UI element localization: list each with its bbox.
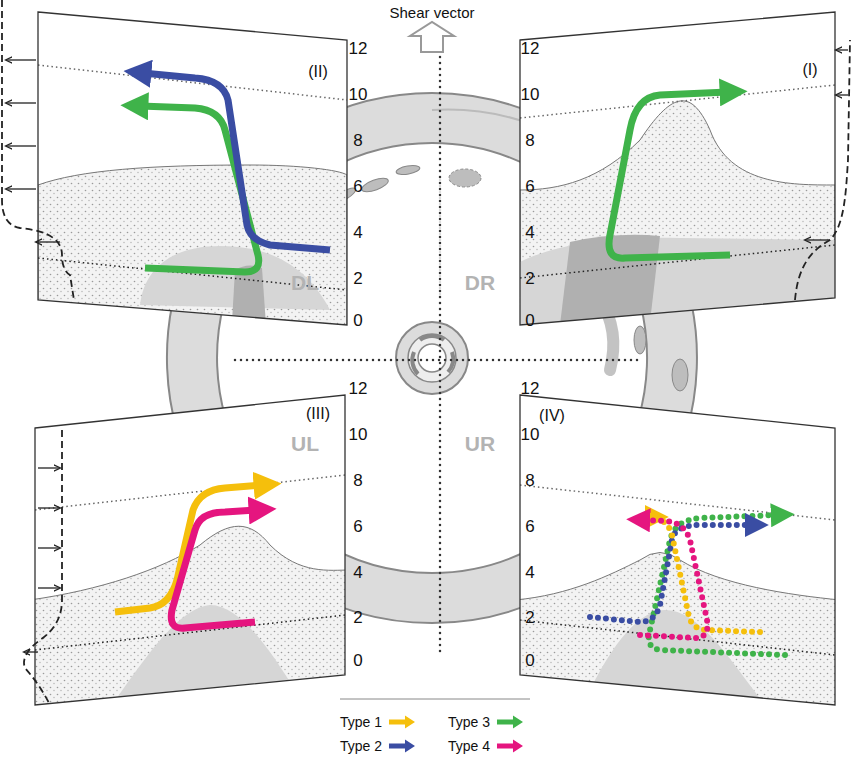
legend-entry: Type 3: [448, 714, 524, 730]
axis-tick: 8: [353, 472, 362, 489]
legend-entry: Type 4: [448, 738, 524, 754]
axis-tick: 10: [349, 426, 368, 443]
heading: Shear vector: [389, 5, 474, 20]
panel-ul: [24, 395, 350, 710]
legend-swatch: [388, 715, 416, 729]
axis-tick: 4: [353, 224, 362, 241]
legend-text: Type 1: [340, 714, 382, 730]
quadrant-label: DR: [465, 272, 495, 293]
axis-tick: 10: [521, 86, 540, 103]
legend-text: Type 2: [340, 738, 382, 754]
axis-tick: 12: [349, 40, 368, 57]
legend-swatch: [496, 739, 524, 753]
axis-tick: 2: [525, 270, 534, 287]
axis-tick: 12: [349, 380, 368, 397]
axis-tick: 10: [349, 86, 368, 103]
panel-number: (I): [802, 62, 817, 78]
axis-tick: 8: [525, 472, 534, 489]
legend-entry: Type 2: [340, 738, 416, 754]
axis-tick: 2: [353, 609, 362, 626]
panel-number: (II): [308, 64, 328, 80]
axis-tick: 6: [353, 518, 362, 535]
axis-tick: 12: [521, 40, 540, 57]
panel-dl: [2, 0, 347, 330]
panel-ur: [515, 395, 840, 710]
legend-entry: Type 1: [340, 714, 416, 730]
axis-tick: 0: [525, 652, 534, 669]
axis-tick: 6: [525, 518, 534, 535]
quadrant-label: UL: [291, 433, 319, 454]
axis-tick: 4: [525, 224, 534, 241]
axis-tick: 4: [353, 564, 362, 581]
axis-tick: 10: [521, 426, 540, 443]
axis-tick: 2: [525, 609, 534, 626]
axis-tick: 6: [353, 178, 362, 195]
axis-tick: 0: [525, 312, 534, 329]
axis-tick: 6: [525, 178, 534, 195]
quadrant-label: DL: [291, 272, 319, 293]
axis-tick: 8: [525, 132, 534, 149]
panel-number: (IV): [539, 408, 565, 424]
axis-tick: 0: [353, 652, 362, 669]
legend-text: Type 4: [448, 738, 490, 754]
legend-swatch: [496, 715, 524, 729]
axis-tick: 8: [353, 132, 362, 149]
panel-number: (III): [306, 406, 330, 422]
axis-tick: 12: [521, 380, 540, 397]
legend-swatch: [388, 739, 416, 753]
axis-tick: 0: [353, 312, 362, 329]
axis-tick: 2: [353, 270, 362, 287]
legend-text: Type 3: [448, 714, 490, 730]
axis-tick: 4: [525, 564, 534, 581]
legend-rule: [340, 699, 530, 700]
panel-dr: [520, 12, 850, 330]
quadrant-label: UR: [465, 433, 495, 454]
